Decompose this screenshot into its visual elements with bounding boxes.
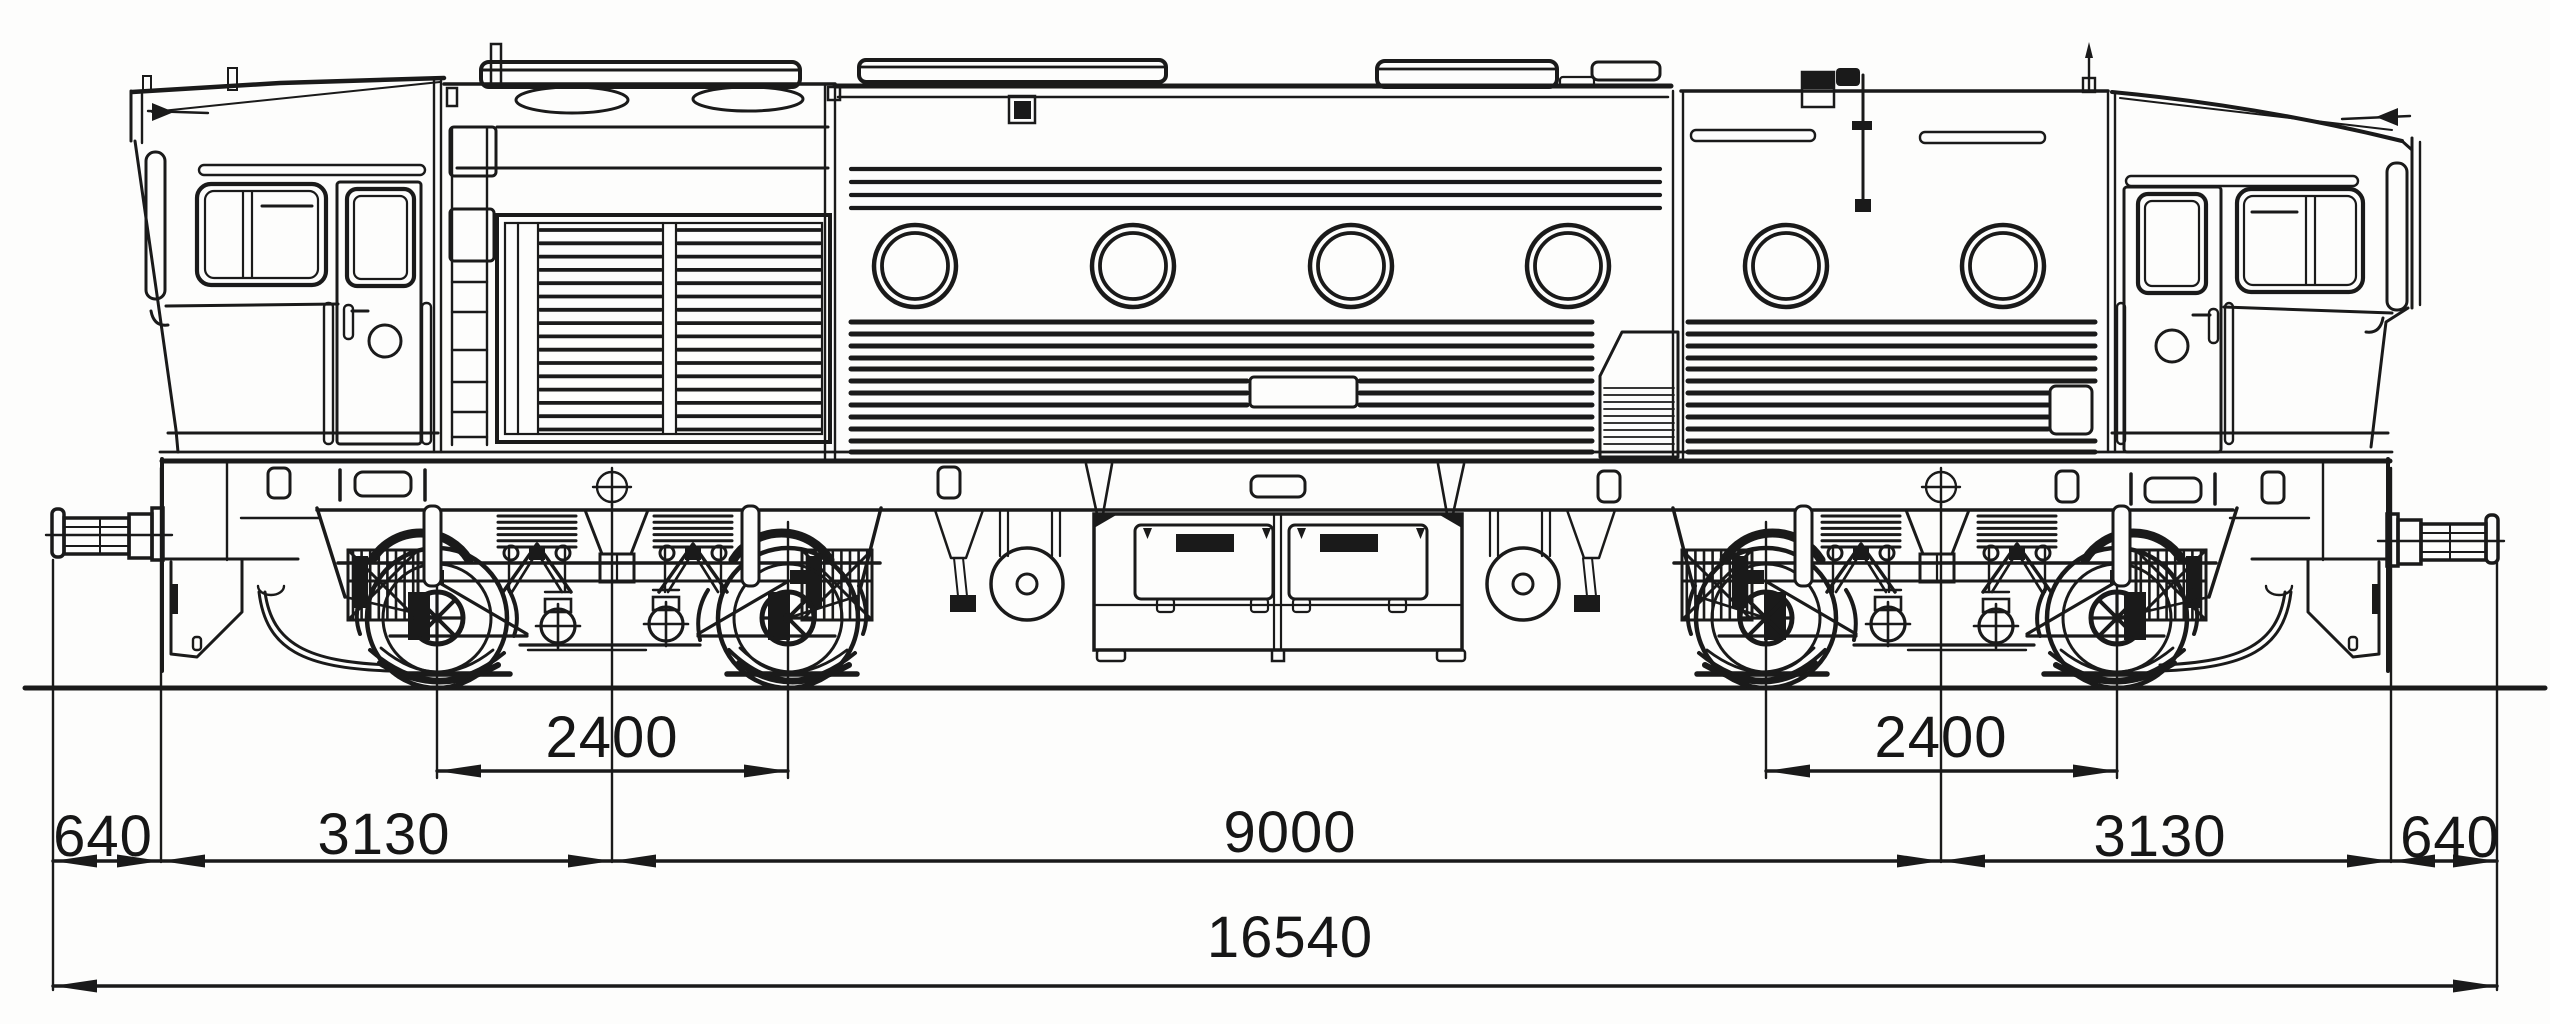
svg-text:9000: 9000 (1223, 800, 1356, 865)
svg-text:2400: 2400 (545, 705, 678, 770)
svg-text:3130: 3130 (2093, 804, 2226, 869)
svg-text:3130: 3130 (317, 802, 450, 867)
svg-text:16540: 16540 (1207, 905, 1373, 970)
svg-text:2400: 2400 (1874, 705, 2007, 770)
svg-text:640: 640 (2400, 805, 2500, 870)
svg-text:640: 640 (53, 804, 153, 869)
